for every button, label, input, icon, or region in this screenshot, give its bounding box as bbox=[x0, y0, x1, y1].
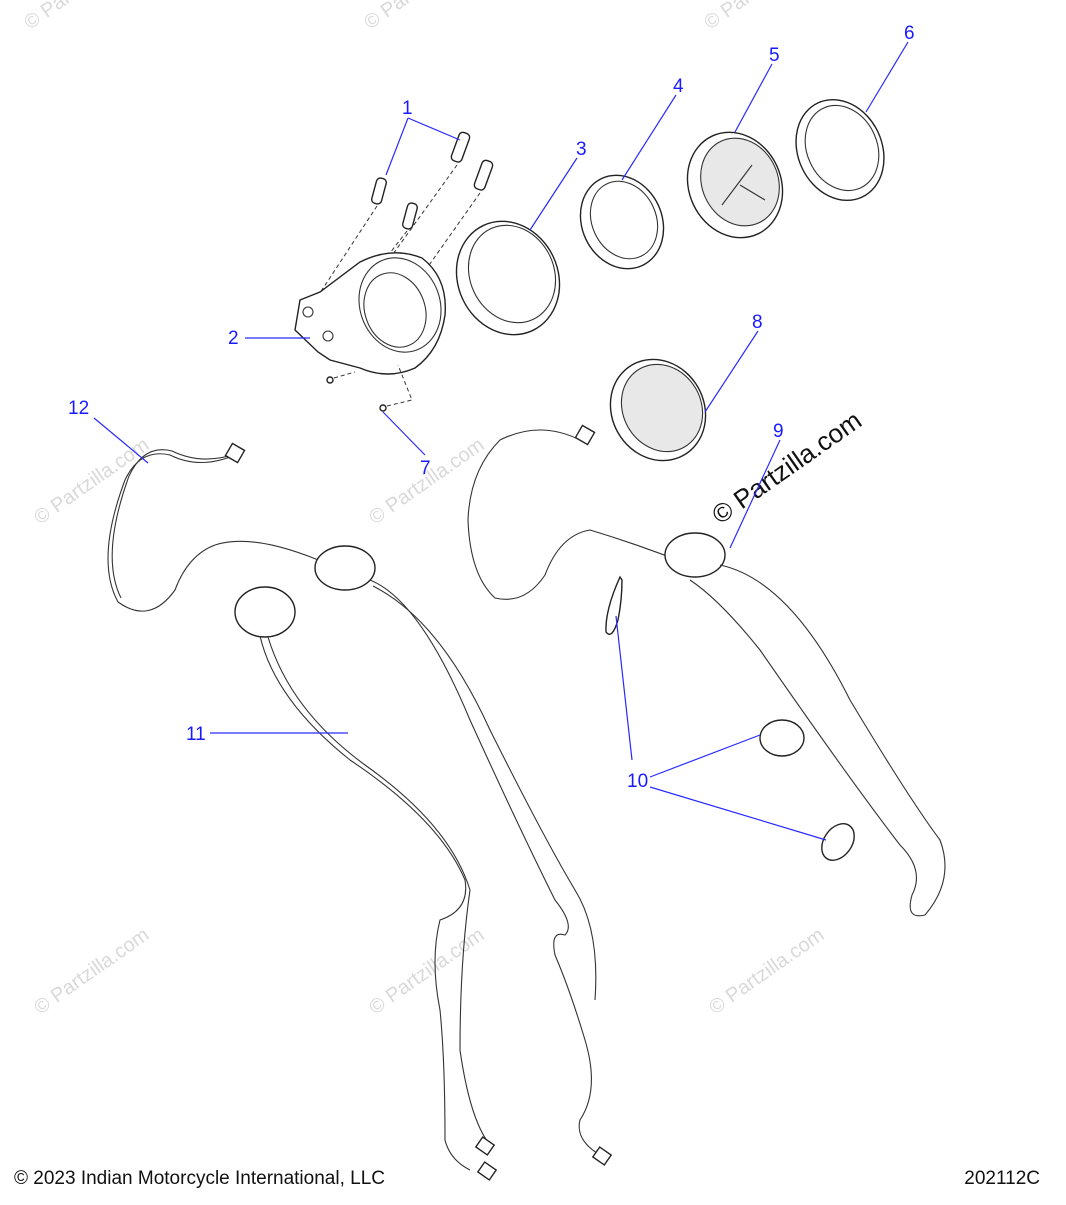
alternate-gauge bbox=[609, 358, 707, 462]
watermark-text: © Partzilla.com bbox=[20, 0, 143, 34]
watermark-main: © Partzilla.com bbox=[706, 405, 867, 530]
wire-clips bbox=[605, 575, 855, 861]
callout-9: 9 bbox=[773, 421, 784, 442]
callout-labels: 1 2 3 4 5 6 7 8 9 10 11 12 bbox=[68, 23, 915, 792]
harness-11 bbox=[234, 545, 613, 1181]
harness-9 bbox=[467, 424, 946, 917]
callout-6: 6 bbox=[904, 23, 915, 44]
lens-ring bbox=[795, 98, 885, 202]
watermark-text: © Partzilla.com bbox=[30, 924, 153, 1019]
harness-left bbox=[107, 442, 331, 612]
gauge-housing bbox=[294, 252, 447, 412]
watermark-text: © Partzilla.com bbox=[360, 0, 483, 34]
callout-3: 3 bbox=[576, 139, 587, 160]
callout-2: 2 bbox=[228, 328, 239, 349]
speedometer-gauge bbox=[686, 131, 784, 239]
screw-set bbox=[317, 131, 494, 303]
callout-7: 7 bbox=[420, 458, 431, 479]
leader-lines bbox=[93, 41, 909, 841]
callout-10: 10 bbox=[627, 771, 648, 792]
callout-5: 5 bbox=[769, 45, 780, 66]
watermark-text: © Partzilla.com bbox=[365, 924, 488, 1019]
watermark-text: © Partzilla.com bbox=[30, 434, 153, 529]
diagram-code: 202112C bbox=[964, 1168, 1040, 1189]
callout-8: 8 bbox=[752, 312, 763, 333]
outer-bezel bbox=[455, 220, 561, 336]
callout-12: 12 bbox=[68, 398, 89, 419]
watermark-text: © Partzilla.com bbox=[705, 924, 828, 1019]
watermark-text: © Partzilla.com bbox=[700, 0, 823, 34]
watermark-text: © Partzilla.com bbox=[365, 434, 488, 529]
callout-1: 1 bbox=[402, 98, 413, 119]
trim-ring bbox=[579, 174, 665, 270]
callout-11: 11 bbox=[186, 724, 206, 745]
copyright-text: © 2023 Indian Motorcycle International, … bbox=[14, 1168, 385, 1189]
callout-4: 4 bbox=[673, 76, 684, 97]
